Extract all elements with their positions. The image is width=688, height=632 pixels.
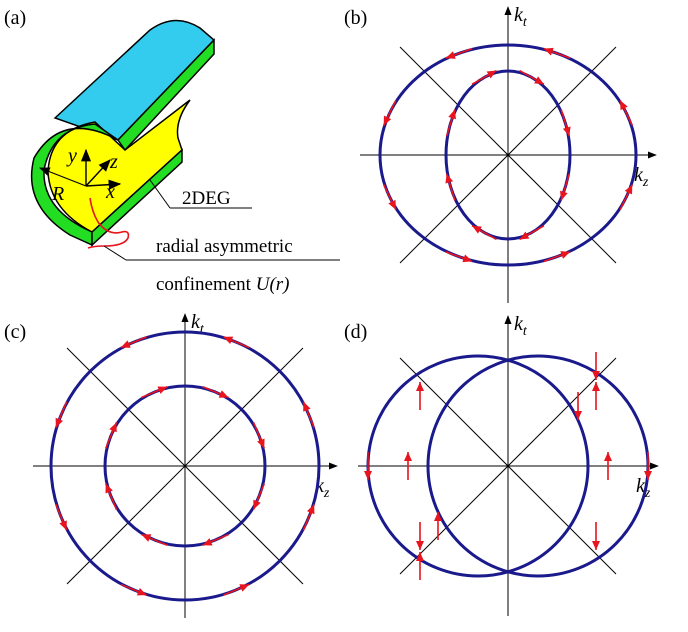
x-axis-arrow [85, 179, 122, 190]
panel-d-spin-arrow-head [604, 452, 612, 461]
cylinder-outer-wall [30, 123, 119, 247]
panel-c-inner-spin-arrow-head [257, 438, 265, 449]
panel-c-inner-spin-arrow-head [253, 499, 261, 510]
confinement-curve [87, 197, 130, 249]
panel-c-outer-spin-arrow-head [55, 417, 63, 428]
panel-c-outer-spin-arrow-head [223, 336, 234, 344]
panel-label-d: (d) [344, 321, 367, 343]
panel-d-kt-label: kt [514, 313, 528, 339]
panel-d-spin-arrow-head [416, 552, 424, 561]
cylinder-top-edge [117, 38, 215, 152]
panel-b-outer-spin-arrow-head [620, 100, 628, 111]
panel-b-inner-contour [444, 69, 572, 241]
panel-c-inner-spin-arrow-head [105, 483, 113, 494]
panel-b-inner-spin-arrow-head [519, 231, 530, 240]
panel-c-inner-contour [103, 384, 267, 548]
panel-c-inner-spin-arrow-head [218, 390, 229, 398]
panel-c-inner-spin-arrow-head [141, 534, 152, 542]
panel-d-spin-arrow-head [416, 541, 424, 550]
panel-b-kt-sub: t [523, 15, 528, 30]
panel-c-outer-spin-arrow-head [136, 588, 147, 596]
label-x: x [105, 181, 115, 203]
panel-c-inner-spin-arrow-head [202, 538, 213, 546]
panel-label-a: (a) [4, 7, 26, 29]
panel-d-spin-arrow-head [574, 411, 582, 420]
panel-d-spin-arrow-head [364, 471, 372, 480]
panel-b-inner-spin-arrow-head [534, 76, 544, 85]
panel-b-outer-spin-arrow-head [560, 251, 571, 259]
panel-d-spin-arrow-head [592, 541, 600, 550]
panel-d-spin-arrow-head [416, 382, 424, 391]
panel-c-outer-spin-arrow-head [59, 520, 67, 531]
panel-b-outer-spin-arrow-head [624, 184, 633, 195]
panel-b-inner-spin-arrow-head [559, 190, 568, 201]
cylinder-top-surface [53, 19, 216, 141]
panel-c-diagonal-2 [66, 347, 304, 585]
label-radius: R [51, 183, 64, 205]
panel-d-kt-sub: t [523, 324, 528, 339]
label-confinement-line2: confinement U(r) [156, 274, 290, 295]
panel-c-outer-spin-arrow-head [239, 584, 250, 592]
2deg-leader [149, 179, 171, 209]
panel-c-inner-spin-arrow-head [157, 386, 168, 394]
panel-b-kt-label: kt [514, 4, 528, 30]
label-z: z [109, 151, 118, 173]
panel-d-spin-arrow-head [592, 382, 600, 391]
panel-c-outer-spin-arrow-head [120, 340, 131, 348]
panel-c-outer-contour [49, 330, 321, 602]
panel-label-c: (c) [4, 321, 26, 343]
panel-a: (a) y z x R 2DEG radial asymmetric confi… [4, 7, 340, 295]
panel-c-inner-spin-arrow-head [109, 422, 117, 433]
panel-b-outer-contour [378, 43, 638, 267]
panel-b-kz-sub: z [642, 175, 649, 190]
label-2deg: 2DEG [182, 188, 231, 209]
cylinder-bottom-edge [91, 148, 183, 247]
panel-label-b: (b) [344, 7, 367, 29]
panel-b-outer-spin-arrow-head [462, 254, 473, 263]
panel-b-outer-spin-arrow-head [383, 115, 392, 126]
panel-b-inner-spin-arrow-head [448, 109, 457, 120]
label-y: y [66, 145, 77, 167]
panel-d-spin-arrow-head [644, 471, 652, 480]
panel-d-spin-arrow-head [404, 452, 412, 461]
panel-b-outer-spin-arrow-head [543, 47, 554, 56]
confinement-leader [103, 245, 127, 261]
panel-c-outer-spin-arrow-head [303, 401, 311, 412]
panel-b-inner-spin-arrow-head [562, 126, 571, 137]
panel-b-diagonal-2 [399, 46, 617, 264]
radius-arrow [38, 167, 87, 187]
panel-b-outer-spin-arrow-head [445, 51, 456, 59]
panel-b-inner-spin-arrow-head [486, 70, 497, 79]
panel-d-diagonal-2 [399, 357, 617, 575]
panel-b-inner-spin-arrow-head [472, 225, 482, 234]
z-axis-arrow [85, 159, 111, 187]
panel-d-spin-arrow-head [592, 371, 600, 380]
panel-c-kz-sub: z [323, 486, 330, 501]
label-confinement-line1: radial asymmetric [156, 236, 293, 257]
panel-d-kz-sub: z [644, 486, 651, 501]
panel-c-outer-spin-arrow-head [307, 504, 315, 515]
panel-b-inner-spin-arrow-head [445, 173, 454, 184]
panel-b-outer-spin-arrow-head [388, 199, 396, 210]
panel-d-spin-arrow-head [434, 512, 442, 521]
panel-c-kt-sub: t [200, 322, 205, 337]
